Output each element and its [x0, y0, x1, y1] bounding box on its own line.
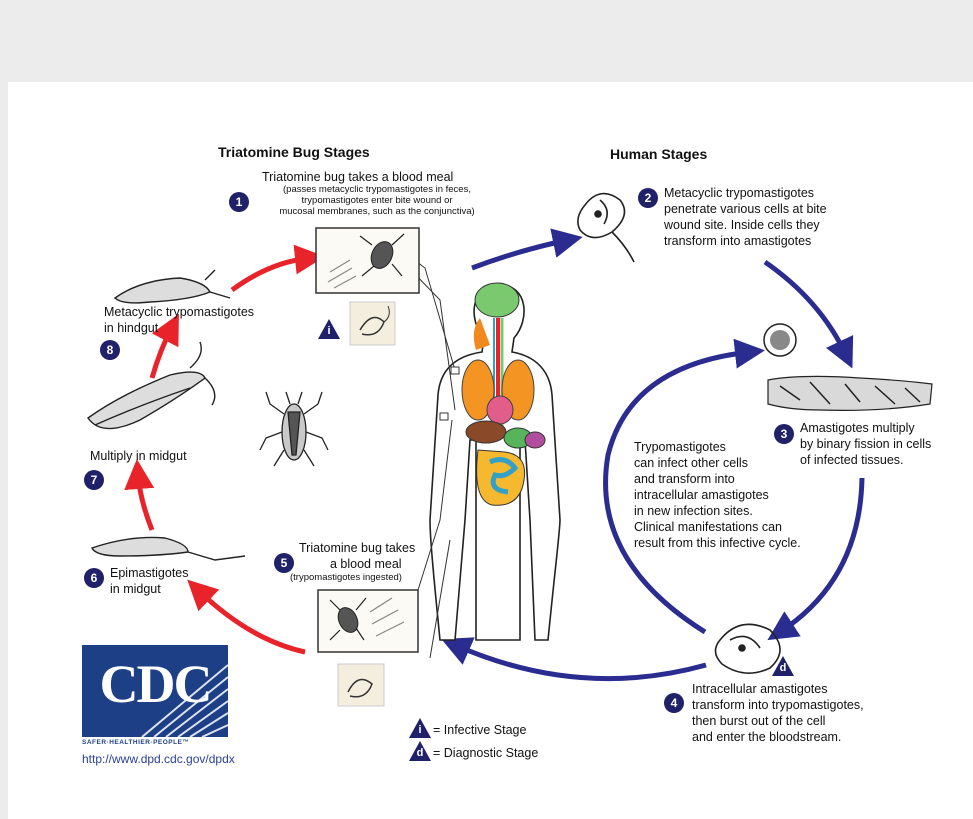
- step-2-line-2: penetrate various cells at bite: [664, 202, 827, 216]
- step-2-badge: 2: [638, 188, 658, 208]
- center-note-line-4: intracellular amastigotes: [634, 488, 769, 502]
- cdc-logo-stripes: [141, 664, 228, 737]
- step-4-line-4: and enter the bloodstream.: [692, 730, 842, 744]
- arrow-4-to-5: [441, 637, 707, 682]
- step-1-detail-2: trypomastigotes enter bite wound or: [301, 195, 453, 206]
- step-3-badge: 3: [774, 424, 794, 444]
- step-2-line-4: transform into amastigotes: [664, 234, 812, 248]
- cdc-tagline: SAFER·HEALTHIER·PEOPLE™: [82, 739, 190, 746]
- step-6-line-1: Epimastigotes: [110, 566, 189, 580]
- step-8-badge: 8: [100, 340, 120, 360]
- top-bar: [0, 0, 973, 82]
- arrow-7-to-8: [149, 313, 179, 379]
- diagnostic-stage-marker-label: d: [779, 662, 787, 674]
- step-1-detail-3: mucosal membranes, such as the conjuncti…: [279, 206, 475, 217]
- legend-infective-icon: [409, 718, 431, 738]
- cdc-logo-text: CDC: [99, 654, 213, 714]
- legend-diagnostic-symbol: d: [416, 747, 424, 759]
- legend-infective-symbol: i: [418, 724, 422, 736]
- arrow-1-to-2: [471, 228, 583, 271]
- step-4-badge: 4: [664, 693, 684, 713]
- legend-diagnostic-icon: [409, 741, 431, 761]
- center-note-line-7: result from this infective cycle.: [634, 536, 801, 550]
- bug-bite-box-5: [317, 589, 419, 653]
- infected-tissue-cells: [763, 323, 933, 411]
- center-note-line-3: and transform into: [634, 472, 735, 486]
- step-5-line-2: a blood meal: [330, 557, 402, 571]
- step-3-line-3: of infected tissues.: [800, 453, 904, 467]
- legend-diagnostic-label: = Diagnostic Stage: [433, 746, 539, 760]
- step-4-line-1: Intracellular amastigotes: [692, 682, 828, 696]
- infective-stage-marker: [318, 319, 340, 339]
- step-5-line-1: Triatomine bug takes: [299, 541, 416, 555]
- infective-stage-marker-label: i: [327, 325, 331, 337]
- heading-bug-stages: Triatomine Bug Stages: [218, 144, 370, 160]
- human-figure: [429, 282, 561, 641]
- step-2-line-3: wound site. Inside cells they: [664, 218, 820, 232]
- metacyclic-trypomastigote-8: [113, 269, 231, 304]
- center-note-line-5: in new infection sites.: [634, 504, 753, 518]
- arrow-5-to-6: [187, 579, 306, 655]
- center-note-line-1: Trypomastigotes: [634, 440, 726, 454]
- step-8-line-2: in hindgut: [104, 321, 159, 335]
- diagnostic-stage-marker: [772, 656, 794, 676]
- dpdx-url-link[interactable]: http://www.dpd.cdc.gov/dpdx: [82, 752, 235, 766]
- step-4-line-3: then burst out of the cell: [692, 714, 826, 728]
- step-6-badge: 6: [84, 568, 104, 588]
- center-note-line-6: Clinical manifestations can: [634, 520, 782, 534]
- legend-infective-label: = Infective Stage: [433, 723, 527, 737]
- step-4-line-2: transform into trypomastigotes,: [692, 698, 864, 712]
- trypomastigote-2: [577, 192, 635, 263]
- arrow-8-to-1: [230, 244, 325, 293]
- multiplying-parasites-7: [87, 341, 216, 430]
- bug-bite-box-1: [315, 227, 420, 294]
- epimastigote-6: [91, 536, 246, 561]
- bursting-cell: [714, 623, 781, 674]
- step-7-badge: 7: [84, 470, 104, 490]
- step-6-line-2: in midgut: [110, 582, 161, 596]
- step-5-badge: 5: [274, 553, 294, 573]
- arrow-inner-cycle: [603, 338, 765, 635]
- step-3-line-2: by binary fission in cells: [800, 437, 932, 451]
- step-8-line-1: Metacyclic trypomastigotes: [104, 305, 255, 319]
- cdc-logo: CDC: [82, 645, 228, 737]
- step-3-line-1: Amastigotes multiply: [800, 421, 915, 435]
- step-1-title: Triatomine bug takes a blood meal: [262, 170, 454, 184]
- step-2-line-1: Metacyclic trypomastigotes: [664, 186, 815, 200]
- arrow-6-to-7: [124, 459, 155, 531]
- center-note-line-2: can infect other cells: [634, 456, 748, 470]
- step-1-badge: 1: [229, 192, 249, 212]
- step-1-detail-1: (passes metacyclic trypomastigotes in fe…: [283, 184, 471, 195]
- triatomine-bug-illustration: [259, 391, 329, 467]
- arrow-2-to-3: [763, 259, 854, 369]
- heading-human-stages: Human Stages: [610, 146, 708, 162]
- step-5-line-3: (trypomastigotes ingested): [290, 572, 402, 583]
- arrow-3-to-4: [767, 477, 865, 641]
- step-7-line-1: Multiply in midgut: [90, 449, 187, 463]
